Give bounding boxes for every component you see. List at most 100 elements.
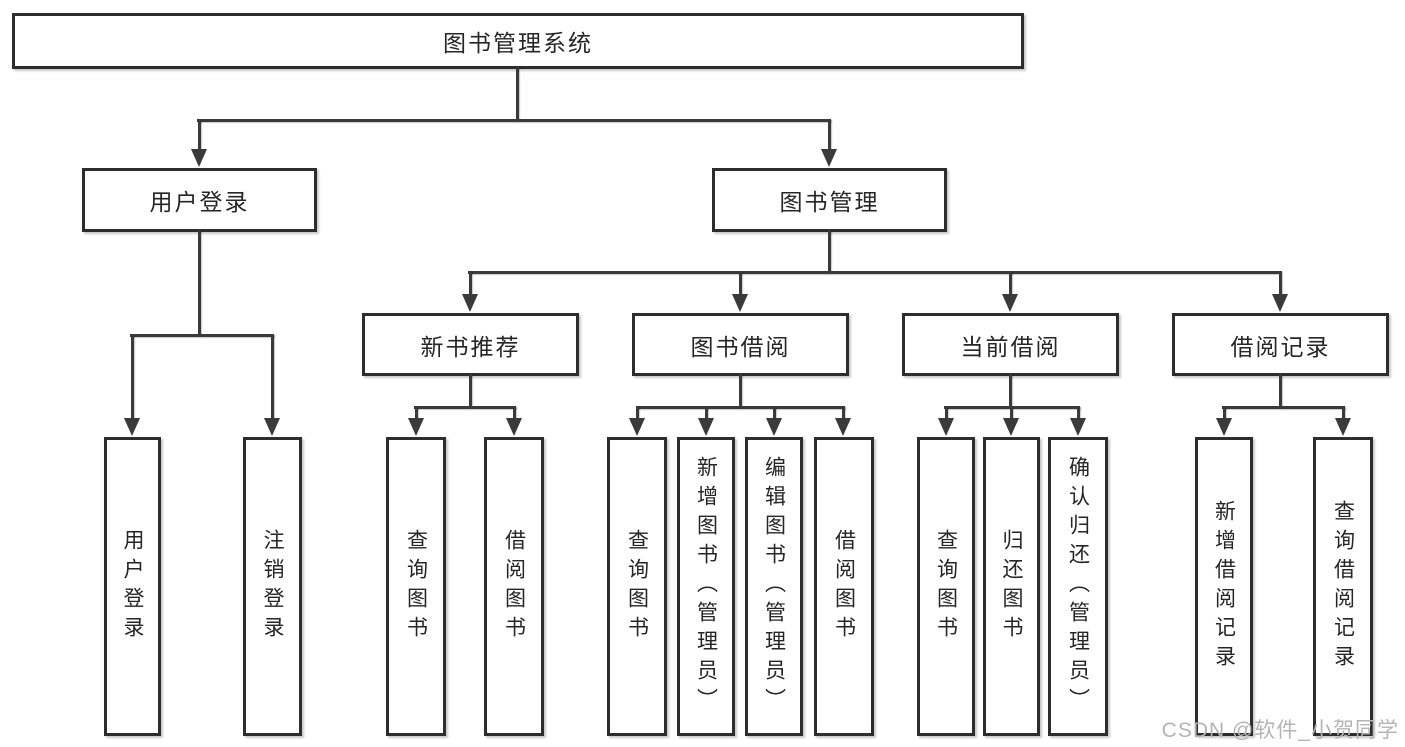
node-label: 借阅记录 [1230, 333, 1331, 360]
connector-line [1222, 406, 1345, 409]
node-label: 新增借阅记录 [1212, 499, 1236, 674]
arrow-down-icon [1216, 418, 1232, 436]
node-label: 借阅图书 [832, 528, 856, 645]
leaf-current-return-books: 归还图书 [983, 437, 1040, 736]
leaf-recommend-query-books: 查询图书 [386, 437, 446, 736]
connector-line [1278, 271, 1282, 294]
connector-line [130, 334, 274, 337]
connector-arrow [1335, 406, 1351, 436]
arrow-down-icon [732, 294, 748, 312]
connector-line [739, 374, 742, 408]
node-borrowing-records: 借阅记录 [1172, 313, 1389, 376]
node-root: 图书管理系统 [12, 13, 1024, 69]
connector-arrow [1070, 406, 1086, 436]
arrow-down-icon [1070, 418, 1086, 436]
node-label: 确认归还（管理员） [1066, 456, 1090, 717]
node-label: 查询借阅记录 [1331, 499, 1355, 674]
connector-arrow [1002, 271, 1018, 312]
connector-arrow [732, 271, 748, 312]
connector-arrow [1272, 271, 1288, 312]
connector-arrow [938, 406, 954, 436]
node-current-borrowing: 当前借阅 [902, 313, 1119, 376]
node-label: 注销登录 [261, 528, 284, 645]
arrow-down-icon [191, 149, 207, 167]
leaf-logout-login: 注销登录 [243, 437, 302, 736]
node-label: 查询图书 [625, 528, 649, 645]
connector-line [1009, 374, 1012, 408]
node-label: 借阅图书 [502, 528, 526, 645]
connector-arrow [462, 271, 478, 312]
node-label: 归还图书 [1000, 528, 1023, 645]
connector-line [1279, 374, 1282, 408]
leaf-borrowing-add-books-admin: 新增图书（管理员） [677, 437, 735, 736]
arrow-down-icon [1335, 418, 1351, 436]
connector-line [414, 406, 516, 409]
arrow-down-icon [408, 418, 424, 436]
leaf-user-login: 用户登录 [104, 437, 161, 736]
connector-line [704, 406, 708, 418]
connector-arrow [1216, 406, 1232, 436]
arrow-down-icon [506, 418, 522, 436]
connector-arrow [264, 334, 280, 436]
leaf-recommend-borrow-books: 借阅图书 [484, 437, 544, 736]
arrow-down-icon [264, 418, 280, 436]
node-label: 查询图书 [404, 528, 428, 645]
node-label: 用户登录 [121, 528, 144, 645]
connector-line [1009, 406, 1013, 418]
connector-arrow [766, 406, 782, 436]
connector-line [635, 406, 639, 418]
connector-line [516, 67, 519, 121]
connector-line [738, 271, 742, 294]
arrow-down-icon [938, 418, 954, 436]
node-book-management: 图书管理 [712, 168, 947, 232]
connector-line [198, 230, 201, 336]
connector-line [1222, 406, 1226, 418]
connector-line [270, 334, 274, 418]
arrow-down-icon [821, 149, 837, 167]
leaf-records-add-borrow-record: 新增借阅记录 [1195, 437, 1253, 736]
node-label: 图书管理系统 [443, 30, 593, 56]
connector-line [841, 406, 845, 418]
connector-arrow [506, 406, 522, 436]
leaf-records-query-borrow-record: 查询借阅记录 [1313, 437, 1373, 736]
connector-line [828, 230, 831, 273]
connector-arrow [629, 406, 645, 436]
connector-line [827, 119, 831, 149]
connector-line [414, 406, 418, 418]
connector-arrow [1003, 406, 1019, 436]
arrow-down-icon [462, 294, 478, 312]
node-book-borrowing: 图书借阅 [632, 313, 849, 376]
node-label: 用户登录 [149, 189, 250, 215]
connector-line [1076, 406, 1080, 418]
arrow-down-icon [124, 418, 140, 436]
arrow-down-icon [1002, 294, 1018, 312]
node-label: 图书借阅 [690, 333, 791, 360]
connector-line [197, 119, 831, 122]
connector-line [944, 406, 948, 418]
connector-line [636, 406, 845, 409]
connector-arrow [408, 406, 424, 436]
node-label: 新增图书（管理员） [694, 456, 718, 717]
arrow-down-icon [766, 418, 782, 436]
node-label: 当前借阅 [960, 333, 1061, 360]
node-label: 图书管理 [779, 189, 880, 215]
node-label: 新书推荐 [420, 333, 521, 360]
connector-arrow [835, 406, 851, 436]
leaf-borrowing-borrow-books: 借阅图书 [814, 437, 874, 736]
leaf-borrowing-query-books: 查询图书 [607, 437, 667, 736]
connector-line [130, 334, 134, 418]
arrow-down-icon [1003, 418, 1019, 436]
node-label: 查询图书 [934, 528, 958, 645]
connector-arrow [124, 334, 140, 436]
connector-arrow [698, 406, 714, 436]
arrow-down-icon [629, 418, 645, 436]
connector-line [197, 119, 201, 149]
leaf-current-query-books: 查询图书 [917, 437, 975, 736]
arrow-down-icon [1272, 294, 1288, 312]
node-user-login: 用户登录 [82, 168, 317, 232]
arrow-down-icon [835, 418, 851, 436]
node-label: 编辑图书（管理员） [762, 456, 786, 717]
node-new-book-recommendation: 新书推荐 [362, 313, 579, 376]
csdn-watermark: CSDN @软件_小贺同学 [1161, 719, 1399, 742]
